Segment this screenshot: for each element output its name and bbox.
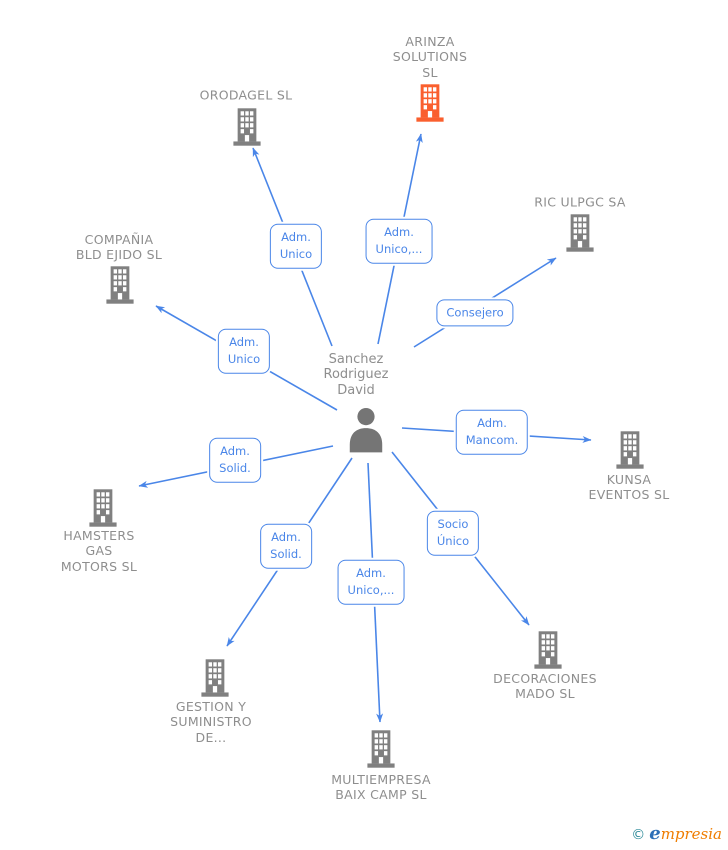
company-label-arinza[interactable]: ARINZA SOLUTIONS SL: [392, 34, 468, 80]
relationship-label: Adm. Solid.: [209, 437, 261, 483]
building-icon[interactable]: [198, 659, 232, 697]
empresia-logo: © empresia: [631, 823, 722, 844]
building-icon[interactable]: [230, 108, 264, 146]
company-label-compania[interactable]: COMPAÑIA BLD EJIDO SL: [75, 231, 163, 262]
company-label-hamsters[interactable]: HAMSTERS GAS MOTORS SL: [60, 528, 138, 574]
building-icon[interactable]: [563, 214, 597, 252]
relationship-label: Adm. Unico: [269, 223, 323, 269]
building-icon[interactable]: [613, 431, 647, 469]
company-label-gestion[interactable]: GESTION Y SUMINISTRO DE...: [170, 699, 252, 745]
copyright-icon: ©: [631, 827, 646, 843]
building-icon-highlighted[interactable]: [413, 84, 447, 122]
company-label-ric-ulpgc[interactable]: RIC ULPGC SA: [534, 194, 626, 210]
relationship-label: Adm. Unico,...: [337, 559, 405, 605]
relationship-label: Adm. Unico,...: [365, 218, 433, 264]
building-icon[interactable]: [364, 730, 398, 768]
company-label-multiempresa[interactable]: MULTIEMPRESA BAIX CAMP SL: [331, 771, 431, 802]
brand-initial: e: [649, 823, 661, 844]
person-icon[interactable]: [345, 406, 387, 453]
person-name[interactable]: Sanchez Rodriguez David: [323, 352, 389, 398]
company-label-decoraciones[interactable]: DECORACIONES MADO SL: [493, 670, 597, 701]
relationship-label: Adm. Mancom.: [455, 409, 529, 455]
company-label-kunsa[interactable]: KUNSA EVENTOS SL: [588, 471, 670, 502]
company-label-orodagel[interactable]: ORODAGEL SL: [199, 87, 293, 103]
relationship-label: Adm. Solid.: [260, 523, 312, 569]
relationship-label: Adm. Unico: [217, 328, 271, 374]
relationship-label: Socio Único: [426, 510, 480, 556]
building-icon[interactable]: [531, 631, 565, 669]
building-icon[interactable]: [86, 489, 120, 527]
brand-rest: mpresia: [660, 825, 722, 843]
relationship-label: Consejero: [436, 299, 514, 327]
building-icon[interactable]: [103, 266, 137, 304]
